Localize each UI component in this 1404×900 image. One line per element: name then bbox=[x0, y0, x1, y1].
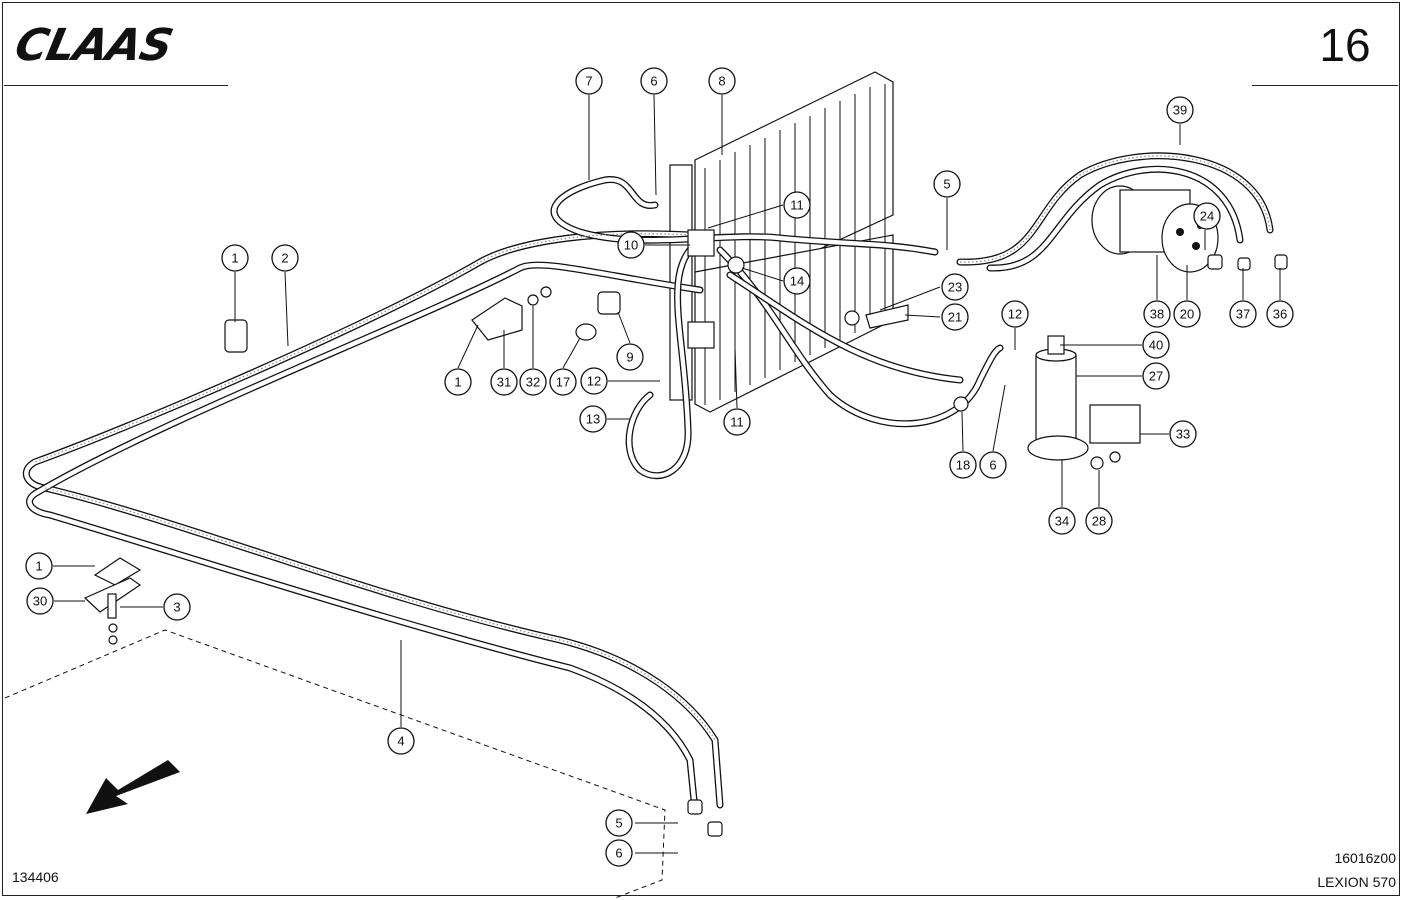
svg-text:23: 23 bbox=[948, 280, 962, 295]
callout-1: 1 bbox=[444, 368, 472, 396]
document-id: 134406 bbox=[12, 869, 59, 885]
svg-text:9: 9 bbox=[626, 350, 633, 365]
callout-14: 14 bbox=[783, 267, 811, 295]
svg-text:4: 4 bbox=[397, 734, 404, 749]
callout-39: 39 bbox=[1166, 96, 1194, 124]
callout-38: 38 bbox=[1143, 300, 1171, 328]
svg-text:28: 28 bbox=[1092, 514, 1106, 529]
brand-underline bbox=[4, 85, 228, 86]
svg-text:33: 33 bbox=[1176, 427, 1190, 442]
hose-7 bbox=[550, 176, 939, 256]
callout-11: 11 bbox=[723, 408, 751, 436]
hose-13 bbox=[625, 236, 704, 480]
callout-21: 21 bbox=[941, 303, 969, 331]
svg-text:34: 34 bbox=[1055, 514, 1069, 529]
hose-texture bbox=[34, 155, 1271, 741]
callout-37: 37 bbox=[1229, 300, 1257, 328]
callout-7: 7 bbox=[575, 67, 603, 95]
callout-27: 27 bbox=[1142, 362, 1170, 390]
svg-text:1: 1 bbox=[454, 375, 461, 390]
callout-2: 2 bbox=[271, 244, 299, 272]
figure-reference: 16016z00 bbox=[1334, 850, 1396, 866]
svg-text:3: 3 bbox=[173, 600, 180, 615]
svg-text:36: 36 bbox=[1273, 307, 1287, 322]
leader-lines bbox=[53, 94, 1281, 854]
receiver-drier bbox=[1027, 335, 1141, 461]
callout-5: 5 bbox=[605, 809, 633, 837]
callout-9: 9 bbox=[616, 343, 644, 371]
svg-text:11: 11 bbox=[790, 198, 804, 213]
callout-33: 33 bbox=[1169, 420, 1197, 448]
callout-23: 23 bbox=[941, 273, 969, 301]
svg-text:27: 27 bbox=[1149, 369, 1163, 384]
svg-text:40: 40 bbox=[1149, 338, 1163, 353]
callout-13: 13 bbox=[579, 405, 607, 433]
callout-8: 8 bbox=[708, 67, 736, 95]
clamp-parts bbox=[83, 229, 1288, 645]
callout-18: 18 bbox=[949, 451, 977, 479]
page-number-underline bbox=[1252, 85, 1398, 86]
callout-24: 24 bbox=[1193, 202, 1221, 230]
callout-31: 31 bbox=[490, 368, 518, 396]
callout-12: 12 bbox=[1001, 300, 1029, 328]
hose-to-drier bbox=[716, 246, 1004, 428]
direction-arrow bbox=[86, 760, 180, 814]
svg-text:6: 6 bbox=[650, 74, 657, 89]
callout-17: 17 bbox=[549, 368, 577, 396]
svg-text:7: 7 bbox=[585, 74, 592, 89]
callout-40: 40 bbox=[1142, 331, 1170, 359]
svg-text:12: 12 bbox=[1008, 307, 1022, 322]
callout-20: 20 bbox=[1173, 300, 1201, 328]
callout-32: 32 bbox=[519, 368, 547, 396]
svg-text:24: 24 bbox=[1200, 209, 1214, 224]
svg-text:12: 12 bbox=[587, 374, 601, 389]
svg-text:20: 20 bbox=[1180, 307, 1194, 322]
svg-text:10: 10 bbox=[624, 238, 638, 253]
svg-text:6: 6 bbox=[989, 458, 996, 473]
ground-reference-lines bbox=[4, 629, 666, 899]
callout-30: 30 bbox=[26, 587, 54, 615]
callout-4: 4 bbox=[387, 727, 415, 755]
callouts: 1 2 7 6 8 39 5 11 10 14 24 23 21 12 38 2… bbox=[25, 67, 1294, 867]
svg-text:6: 6 bbox=[615, 846, 622, 861]
svg-text:31: 31 bbox=[497, 375, 511, 390]
svg-text:2: 2 bbox=[281, 251, 288, 266]
callout-28: 28 bbox=[1085, 507, 1113, 535]
svg-text:5: 5 bbox=[615, 816, 622, 831]
callout-5: 5 bbox=[933, 170, 961, 198]
svg-text:32: 32 bbox=[526, 375, 540, 390]
svg-text:13: 13 bbox=[586, 412, 600, 427]
svg-text:5: 5 bbox=[943, 177, 950, 192]
callout-11: 11 bbox=[783, 191, 811, 219]
callout-6: 6 bbox=[640, 67, 668, 95]
svg-text:37: 37 bbox=[1236, 307, 1250, 322]
svg-text:39: 39 bbox=[1173, 103, 1187, 118]
svg-text:1: 1 bbox=[231, 251, 238, 266]
svg-text:1: 1 bbox=[35, 559, 42, 574]
callout-34: 34 bbox=[1048, 507, 1076, 535]
callout-1: 1 bbox=[25, 552, 53, 580]
page-number: 16 bbox=[1319, 19, 1371, 71]
callout-10: 10 bbox=[617, 231, 645, 259]
svg-text:18: 18 bbox=[956, 458, 970, 473]
callout-6: 6 bbox=[605, 839, 633, 867]
compressor bbox=[1091, 185, 1219, 273]
svg-text:14: 14 bbox=[790, 274, 804, 289]
callout-3: 3 bbox=[163, 593, 191, 621]
svg-text:30: 30 bbox=[33, 594, 47, 609]
svg-text:21: 21 bbox=[948, 310, 962, 325]
svg-text:11: 11 bbox=[730, 415, 744, 430]
svg-text:17: 17 bbox=[556, 375, 570, 390]
hose-2-and-4 bbox=[22, 230, 724, 837]
callout-12: 12 bbox=[580, 367, 608, 395]
callout-1: 1 bbox=[221, 244, 249, 272]
model-name: LEXION 570 bbox=[1317, 874, 1396, 890]
callout-6: 6 bbox=[979, 451, 1007, 479]
svg-text:38: 38 bbox=[1150, 307, 1164, 322]
svg-text:8: 8 bbox=[718, 74, 725, 89]
callout-36: 36 bbox=[1266, 300, 1294, 328]
